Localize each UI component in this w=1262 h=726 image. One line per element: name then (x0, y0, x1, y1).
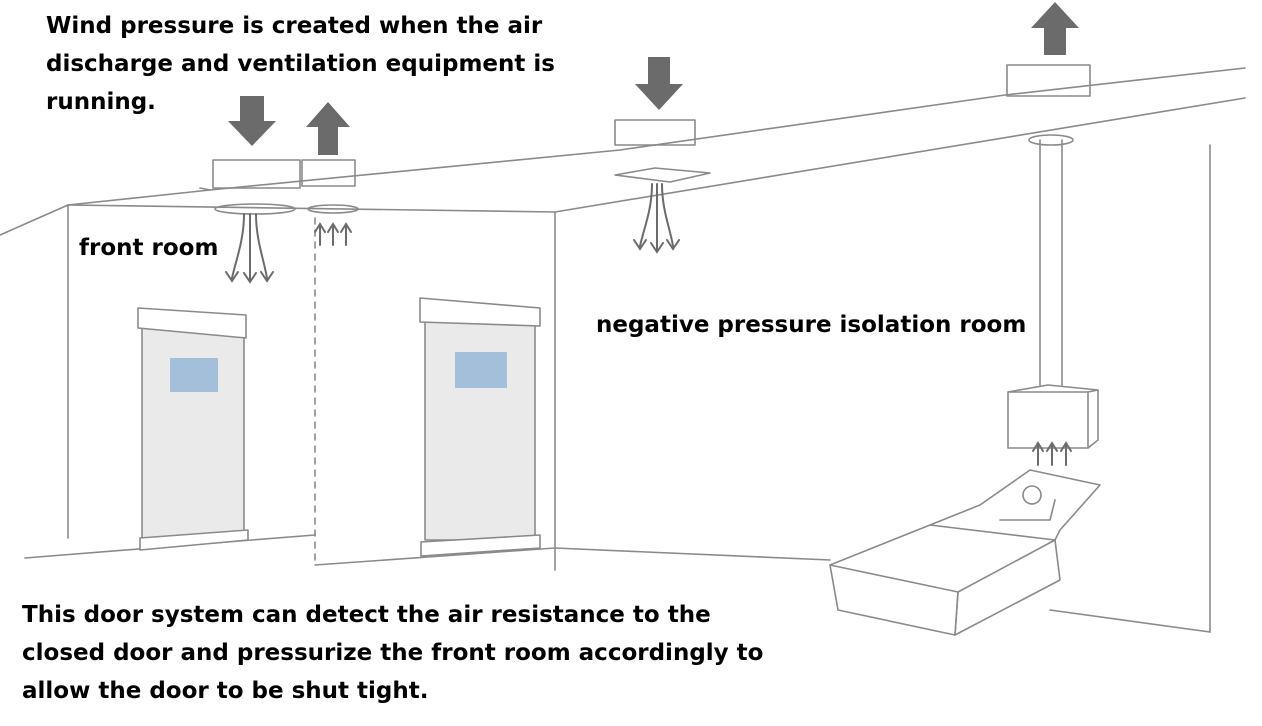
door-window-front (170, 358, 218, 392)
airflow-down-icon-front-room (225, 213, 274, 284)
airflow-down-icon-isolation-room (633, 183, 680, 254)
vent-unit-isolation-exhaust (1006, 64, 1091, 97)
exhaust-duct (1028, 134, 1074, 386)
airflow-up-icon-exhaust-hood (1032, 441, 1072, 466)
front-room-label: front room (79, 235, 219, 261)
vent-unit-front-supply (212, 159, 301, 215)
hospital-bed (829, 469, 1101, 636)
arrow-up-icon-isolation-exhaust (1031, 2, 1079, 55)
door-isolation-room (419, 297, 541, 557)
isolation-room-walls (554, 144, 1211, 633)
door-front-room (137, 307, 249, 551)
vent-unit-isolation-supply (614, 119, 711, 183)
ceiling-outline (0, 67, 1246, 571)
ventilation-caption: Wind pressure is created when the air di… (46, 13, 555, 115)
door-window-isolation (455, 352, 507, 388)
arrow-down-icon-isolation-supply (635, 57, 683, 110)
exhaust-hood (1007, 384, 1099, 449)
vent-unit-front-exhaust (301, 159, 359, 214)
door-system-caption: This door system can detect the air resi… (22, 602, 764, 704)
arrow-up-icon-front-exhaust (306, 102, 350, 155)
arrow-down-icon-front-supply (228, 96, 276, 146)
isolation-room-label: negative pressure isolation room (596, 312, 1027, 338)
airflow-up-icon-front-room (314, 222, 352, 246)
